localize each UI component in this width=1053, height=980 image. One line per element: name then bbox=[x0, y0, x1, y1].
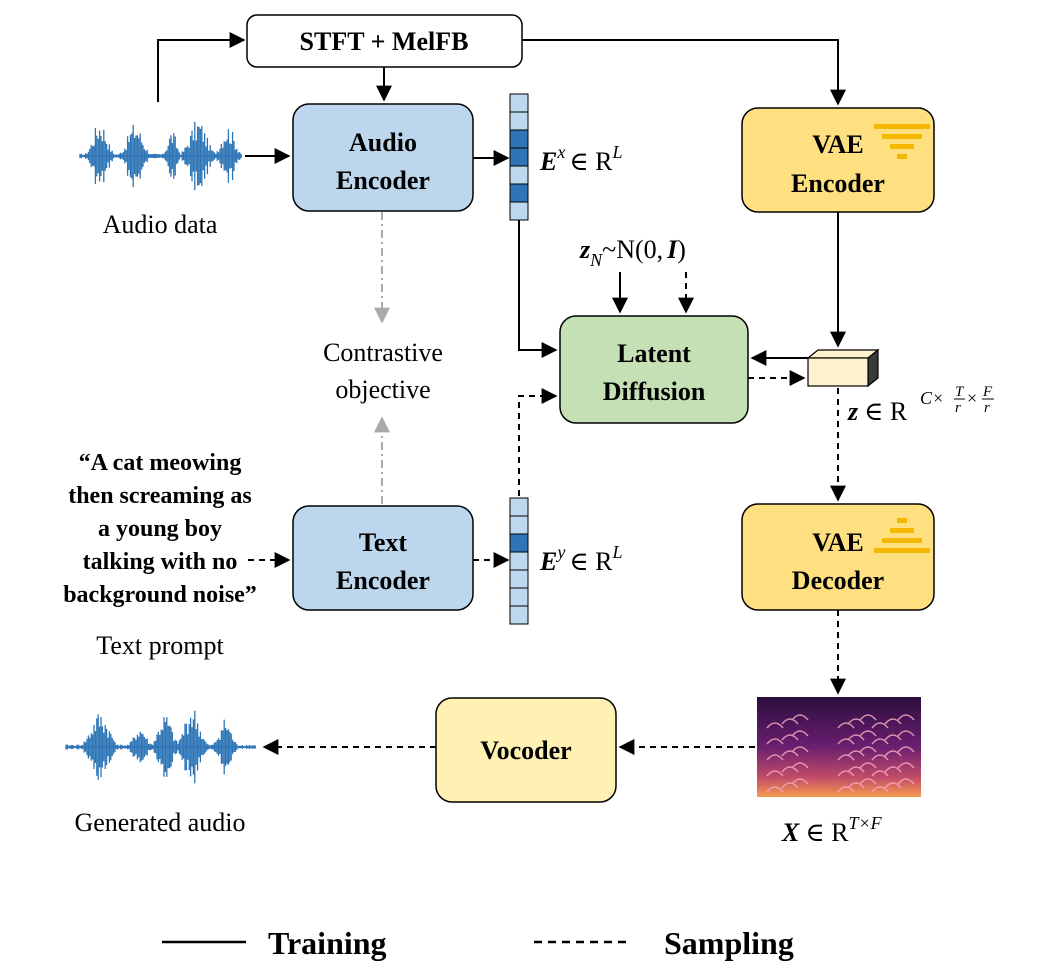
latent-diffusion-label-2: Diffusion bbox=[603, 377, 706, 406]
legend: Training Sampling bbox=[162, 925, 794, 961]
embedding-cell bbox=[509, 497, 529, 517]
pyramid-up-icon bbox=[874, 518, 930, 553]
audio-encoder-box: Audio Encoder bbox=[292, 103, 474, 212]
text-encoder-label-1: Text bbox=[359, 528, 407, 557]
prompt-line: then screaming as bbox=[68, 483, 252, 509]
embedding-cell bbox=[509, 111, 529, 131]
text-encoder-box: Text Encoder bbox=[292, 505, 474, 611]
audio-embedding-vector bbox=[509, 93, 529, 221]
spectrogram-math: X∈ RT×F bbox=[781, 813, 883, 847]
embedding-cell bbox=[509, 605, 529, 625]
latent-diffusion-box: Latent Diffusion bbox=[559, 315, 749, 424]
vae-decoder-box: VAE Decoder bbox=[741, 503, 935, 611]
text-embedding-vector bbox=[509, 497, 529, 625]
svg-text:F: F bbox=[982, 384, 993, 400]
embedding-cell bbox=[509, 569, 529, 589]
stft-melfb-label: STFT + MelFB bbox=[300, 27, 469, 56]
audio-embedding-math: Ex∈ RL bbox=[539, 142, 622, 176]
contrastive-label-2: objective bbox=[335, 375, 430, 404]
noise-math: zN~N(0,I) bbox=[579, 235, 686, 270]
svg-text:T: T bbox=[955, 384, 965, 400]
embedding-cell bbox=[509, 515, 529, 535]
latent-math: z∈ R C× T r × F r bbox=[847, 384, 994, 426]
prompt-line: “A cat meowing bbox=[79, 450, 242, 476]
sampling-arrows bbox=[248, 272, 846, 755]
embedding-cell bbox=[509, 129, 529, 149]
text-embedding-math: Ey∈ RL bbox=[539, 542, 622, 576]
svg-text:×: × bbox=[967, 388, 977, 408]
audio-data-label: Audio data bbox=[103, 210, 218, 239]
embedding-cell bbox=[509, 147, 529, 167]
embedding-cell bbox=[509, 587, 529, 607]
vae-decoder-label-2: Decoder bbox=[792, 566, 884, 595]
svg-text:r: r bbox=[984, 400, 990, 416]
latent-diffusion-label-1: Latent bbox=[617, 339, 691, 368]
vocoder-box: Vocoder bbox=[435, 697, 617, 803]
audio-to-stft-arrow bbox=[157, 32, 246, 102]
vae-encoder-label-1: VAE bbox=[812, 130, 864, 159]
audio-waveform-icon bbox=[79, 121, 242, 191]
latent-cube-icon bbox=[806, 348, 880, 388]
vae-encoder-box: VAE Encoder bbox=[741, 107, 935, 213]
spectrogram-image bbox=[757, 697, 921, 797]
vocoder-label: Vocoder bbox=[480, 736, 571, 765]
stft-melfb-box: STFT + MelFB bbox=[246, 14, 523, 68]
funnel-down-icon bbox=[874, 124, 930, 159]
svg-text:C×: C× bbox=[920, 388, 944, 408]
prompt-line: talking with no bbox=[83, 549, 238, 575]
embedding-cell bbox=[509, 165, 529, 185]
prompt-line: background noise” bbox=[63, 582, 257, 608]
text-prompt-caption: Text prompt bbox=[96, 631, 224, 660]
embedding-cell bbox=[509, 183, 529, 203]
generated-audio-label: Generated audio bbox=[74, 808, 245, 837]
embedding-cell bbox=[509, 533, 529, 553]
embedding-cell bbox=[509, 551, 529, 571]
stft-to-vae-encoder-arrow bbox=[522, 39, 846, 106]
vae-encoder-label-2: Encoder bbox=[791, 169, 885, 198]
audio-encoder-label-2: Encoder bbox=[336, 166, 430, 195]
generated-waveform-icon bbox=[65, 710, 256, 784]
legend-sampling-label: Sampling bbox=[664, 925, 794, 961]
embedding-cell bbox=[509, 201, 529, 221]
contrastive-label-1: Contrastive bbox=[323, 338, 443, 367]
legend-training-label: Training bbox=[268, 925, 387, 961]
text-embedding-to-diffusion-arrow bbox=[518, 388, 558, 496]
audio-encoder-label-1: Audio bbox=[349, 128, 417, 157]
vae-decoder-label-1: VAE bbox=[812, 528, 864, 557]
embedding-to-diffusion-arrow bbox=[518, 220, 558, 358]
training-arrows bbox=[157, 32, 846, 366]
text-encoder-label-2: Encoder bbox=[336, 566, 430, 595]
svg-text:r: r bbox=[955, 400, 961, 416]
embedding-cell bbox=[509, 93, 529, 113]
text-prompt-quote: “A cat meowing then screaming as a young… bbox=[63, 450, 257, 608]
prompt-line: a young boy bbox=[98, 516, 222, 542]
svg-text:z∈ R: z∈ R bbox=[847, 397, 908, 426]
